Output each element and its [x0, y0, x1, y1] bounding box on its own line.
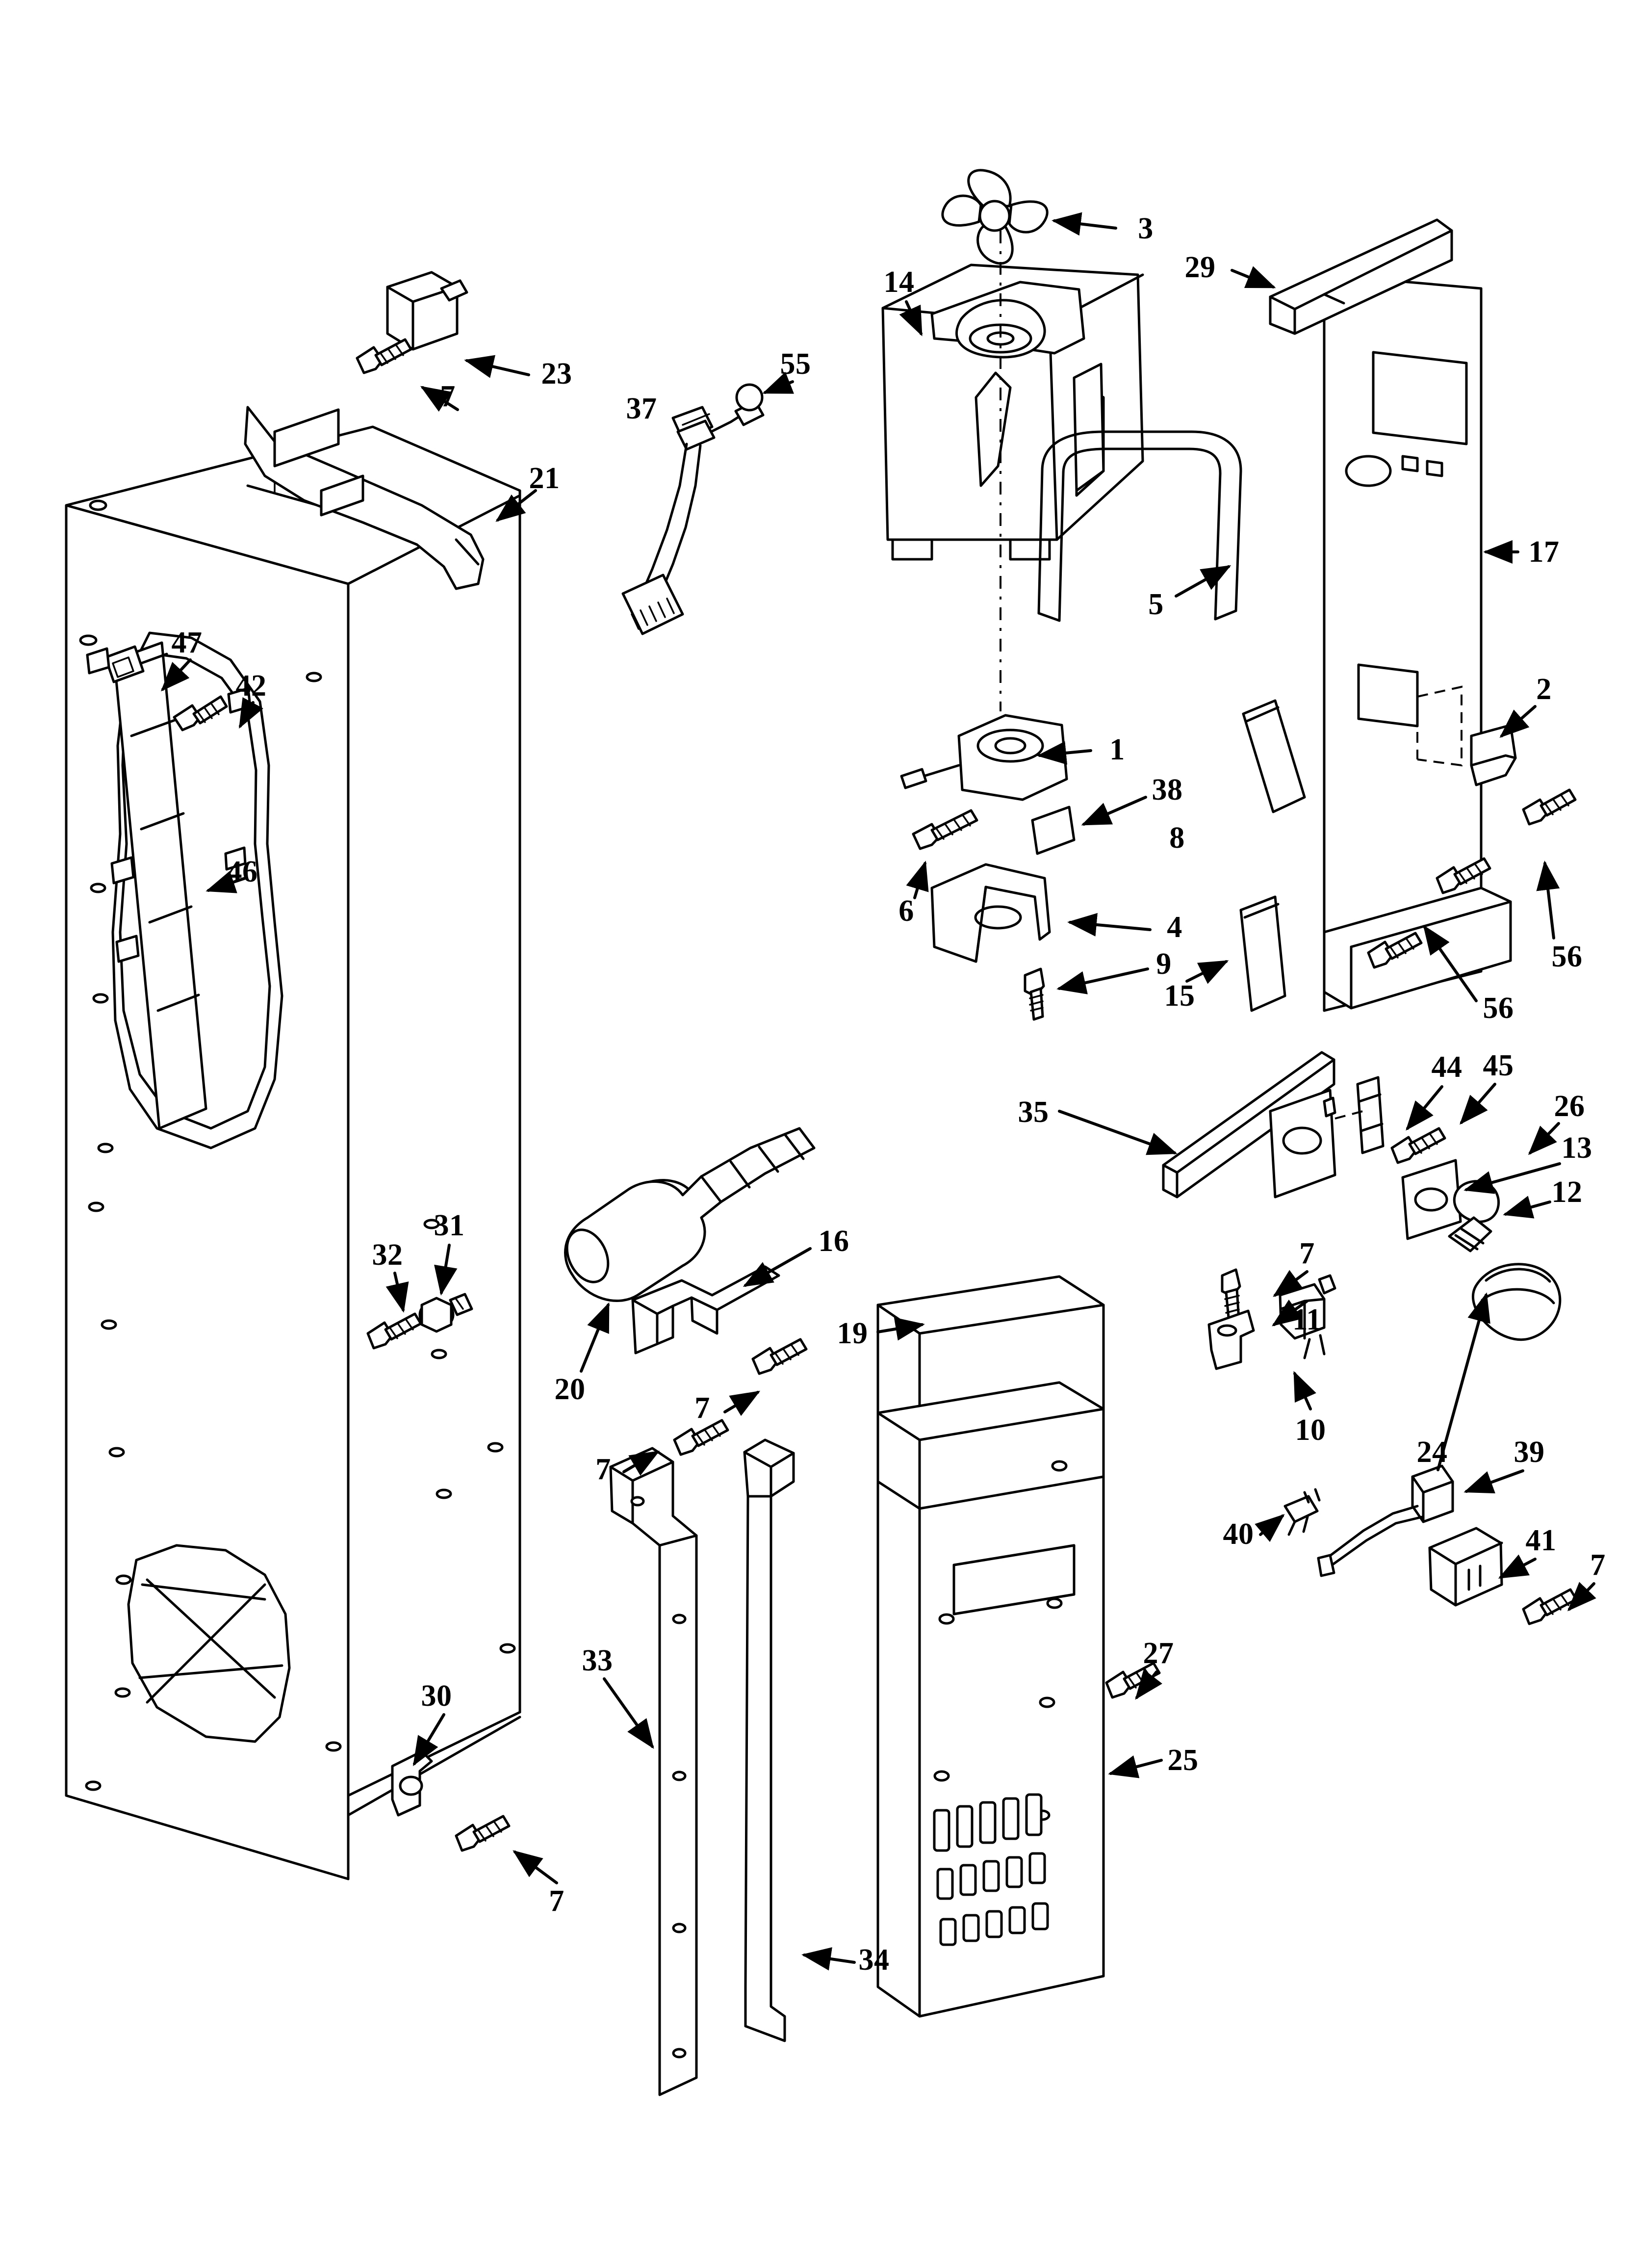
callout-38: 38	[1152, 773, 1183, 807]
callout-6: 6	[898, 894, 914, 928]
callout-7-e: 7	[1590, 1548, 1606, 1582]
fan-blade-3	[941, 169, 1049, 265]
panel-8	[1242, 699, 1306, 813]
callout-32: 32	[372, 1238, 403, 1272]
callout-31: 31	[434, 1209, 465, 1242]
callout-37: 37	[626, 392, 657, 425]
callout-13: 13	[1561, 1131, 1592, 1165]
screw-26	[1390, 1127, 1446, 1164]
auger-tube-20	[564, 1127, 816, 1303]
callout-35: 35	[1018, 1095, 1049, 1129]
screw-56-c	[1367, 932, 1423, 969]
bracket-16	[631, 1265, 780, 1355]
callout-3: 3	[1138, 212, 1154, 245]
connector-40	[1283, 1488, 1321, 1536]
callout-33: 33	[582, 1644, 613, 1677]
callout-39: 39	[1514, 1435, 1545, 1469]
callout-7-f: 7	[549, 1884, 564, 1918]
screw-56-a	[1522, 788, 1577, 826]
callout-19: 19	[837, 1317, 868, 1350]
callout-12: 12	[1551, 1175, 1583, 1209]
callout-41: 41	[1525, 1524, 1557, 1557]
bracket-2	[1470, 724, 1517, 786]
trim-29	[1269, 218, 1453, 335]
callout-9: 9	[1156, 947, 1172, 981]
duct-panel-25	[876, 1275, 1105, 2018]
callout-27: 27	[1143, 1637, 1174, 1670]
callout-21: 21	[529, 462, 560, 495]
callout-7-a: 7	[440, 380, 456, 413]
callout-15: 15	[1164, 979, 1195, 1013]
rail-34	[743, 1438, 795, 2042]
callout-34: 34	[858, 1943, 890, 1977]
callout-1: 1	[1109, 733, 1125, 766]
callout-11: 11	[1292, 1303, 1322, 1336]
callout-16: 16	[818, 1225, 849, 1258]
screw-6	[912, 809, 978, 850]
cabinet-shell	[65, 406, 521, 1880]
motor-1	[900, 714, 1068, 801]
callout-8: 8	[1169, 821, 1185, 855]
callout-17: 17	[1528, 535, 1560, 569]
fan-shroud-14	[881, 231, 1144, 711]
part-31	[418, 1293, 473, 1333]
panel-15	[1239, 895, 1286, 1012]
clip-30	[391, 1750, 433, 1817]
callout-45: 45	[1483, 1049, 1514, 1082]
callout-7-d: 7	[595, 1453, 611, 1486]
bracket-4	[930, 863, 1051, 963]
callout-46: 46	[227, 855, 258, 888]
rail-35	[1162, 1051, 1335, 1199]
bracket-23	[386, 271, 468, 351]
callout-26: 26	[1554, 1090, 1585, 1123]
callout-5: 5	[1148, 588, 1164, 621]
callout-29: 29	[1184, 251, 1216, 284]
screw-56-b	[1436, 857, 1491, 894]
callout-10: 10	[1295, 1413, 1326, 1447]
callout-2: 2	[1536, 673, 1552, 706]
clip-38	[1031, 806, 1076, 855]
callout-56-b: 56	[1483, 991, 1514, 1025]
wire-harness-37	[621, 383, 765, 635]
callout-42: 42	[235, 669, 267, 703]
callout-7-c: 7	[694, 1391, 710, 1425]
callout-44: 44	[1431, 1050, 1462, 1084]
callout-47: 47	[171, 626, 203, 659]
cord-39	[1317, 1464, 1503, 1607]
callout-4: 4	[1167, 911, 1182, 944]
screw-32	[366, 1312, 422, 1350]
screw-9	[1024, 967, 1045, 1021]
callout-14: 14	[883, 265, 915, 299]
callout-7-b: 7	[1299, 1237, 1315, 1270]
tube-5	[1037, 430, 1242, 622]
side-panel-17	[1323, 273, 1512, 1012]
callout-25: 25	[1167, 1744, 1199, 1777]
screw-7-bottom	[455, 1815, 511, 1852]
callout-30: 30	[421, 1679, 452, 1713]
callout-23: 23	[541, 357, 572, 391]
clip-10	[1207, 1309, 1255, 1370]
rail-33	[609, 1447, 698, 2096]
plate-45	[1334, 1076, 1385, 1154]
lamp-housing-24	[1472, 1263, 1562, 1341]
callout-20: 20	[554, 1373, 586, 1406]
callout-40: 40	[1223, 1517, 1254, 1551]
screw-7-lower-right	[1522, 1588, 1578, 1625]
callout-56-a: 56	[1551, 940, 1583, 973]
cover-13	[1401, 1159, 1462, 1240]
screw-7-rail33	[673, 1419, 729, 1456]
screw-42	[173, 695, 228, 731]
callout-24: 24	[1416, 1435, 1448, 1469]
callout-55: 55	[780, 347, 811, 381]
plate-44	[1269, 1089, 1336, 1199]
screw-7-top-left	[356, 338, 412, 374]
screw-7-auger	[751, 1338, 808, 1375]
